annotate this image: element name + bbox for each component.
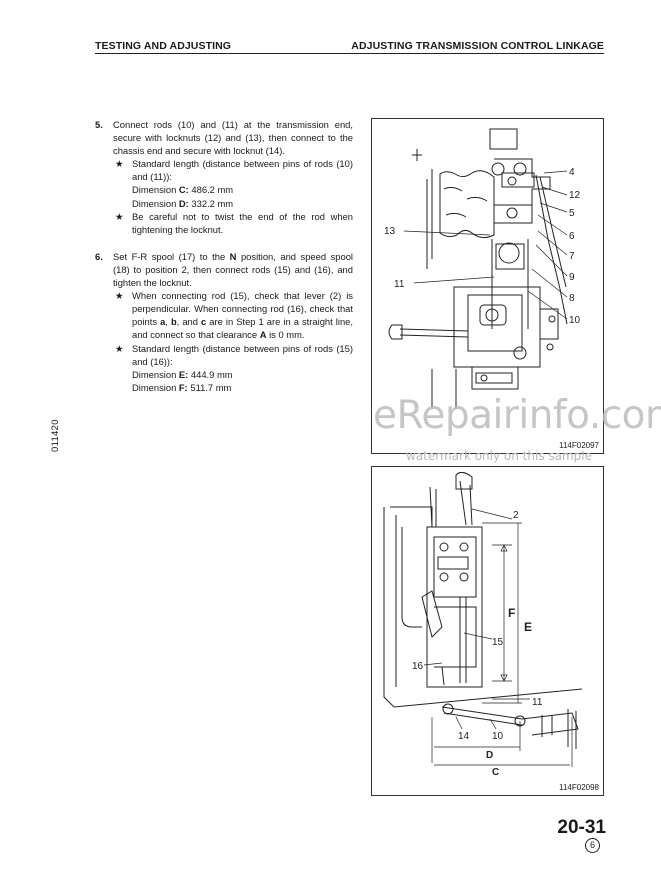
callout: C [492,767,499,778]
watermark: eRepairinfo.com [373,393,661,438]
note-text: Standard length (distance between pins o… [132,158,353,183]
note: ★ Standard length (distance between pins… [113,157,353,183]
page-number: 20-31 [557,817,606,838]
page-topic-title: ADJUSTING TRANSMISSION CONTROL LINKAGE [351,40,604,52]
section-title: TESTING AND ADJUSTING [95,40,232,52]
callout: D [486,750,493,761]
callout: 9 [569,272,575,283]
figure-code: 114F02097 [559,441,599,450]
callout: 16 [412,661,424,672]
callout: F [508,606,515,620]
callout: 8 [569,293,575,304]
callout: 5 [569,208,575,219]
watermark-note: watermark only on this sample [406,449,593,463]
callout: E [524,620,532,634]
note-text: Be careful not to twist the end of the r… [132,210,353,235]
star-icon: ★ [115,290,124,302]
dimension-d: Dimension D: 332.2 mm [132,197,234,209]
callout: 12 [569,190,581,201]
callout: 2 [513,510,519,521]
callout: 10 [569,315,581,326]
header-rule [95,53,604,54]
revision-badge: 6 [585,838,600,853]
note: ★ Standard length (distance between pins… [113,342,353,368]
dimension-f: Dimension F: 511.7 mm [132,381,232,393]
note-text: When connecting rod (15), check that lev… [132,290,353,341]
callout: 15 [492,637,504,648]
callout: 7 [569,251,575,262]
figure-linkage-side: 2 F E 15 16 11 14 10 D C 114F02098 [371,466,604,796]
note-text: Standard length (distance between pins o… [132,342,353,367]
step-number: 5. [95,119,103,130]
dimension-c: Dimension C: 486.2 mm [132,184,234,196]
dimension-e: Dimension E: 444.9 mm [132,368,233,380]
note: ★ Be careful not to twist the end of the… [113,210,353,236]
callout: 6 [569,231,575,242]
figure-linkage-top: 4 12 5 6 7 9 8 10 13 11 114F02097 [371,118,604,454]
instructions: 5. Connect rods (10) and (11) at the tra… [95,118,353,408]
callout: 10 [492,731,504,742]
callout: 11 [394,279,405,290]
figure-code: 114F02098 [559,783,599,792]
callout: 4 [569,167,575,178]
callout: 11 [532,697,543,708]
callout: 14 [458,731,470,742]
step-number: 6. [95,250,103,262]
star-icon: ★ [115,342,124,354]
step-text: Set F-R spool (17) to the N position, an… [113,250,353,289]
step-6: 6. Set F-R spool (17) to the N position,… [95,250,353,394]
step-text: Connect rods (10) and (11) at the transm… [113,119,353,157]
note: ★ When connecting rod (15), check that l… [113,289,353,341]
side-code: 011420 [50,419,61,452]
star-icon: ★ [115,158,124,170]
step-5: 5. Connect rods (10) and (11) at the tra… [95,118,353,236]
callout: 13 [384,226,396,237]
star-icon: ★ [115,210,124,222]
figure-drawing: 4 12 5 6 7 9 8 10 13 11 [384,128,581,409]
figure-drawing: 2 F E 15 16 11 14 10 D C [383,471,583,778]
